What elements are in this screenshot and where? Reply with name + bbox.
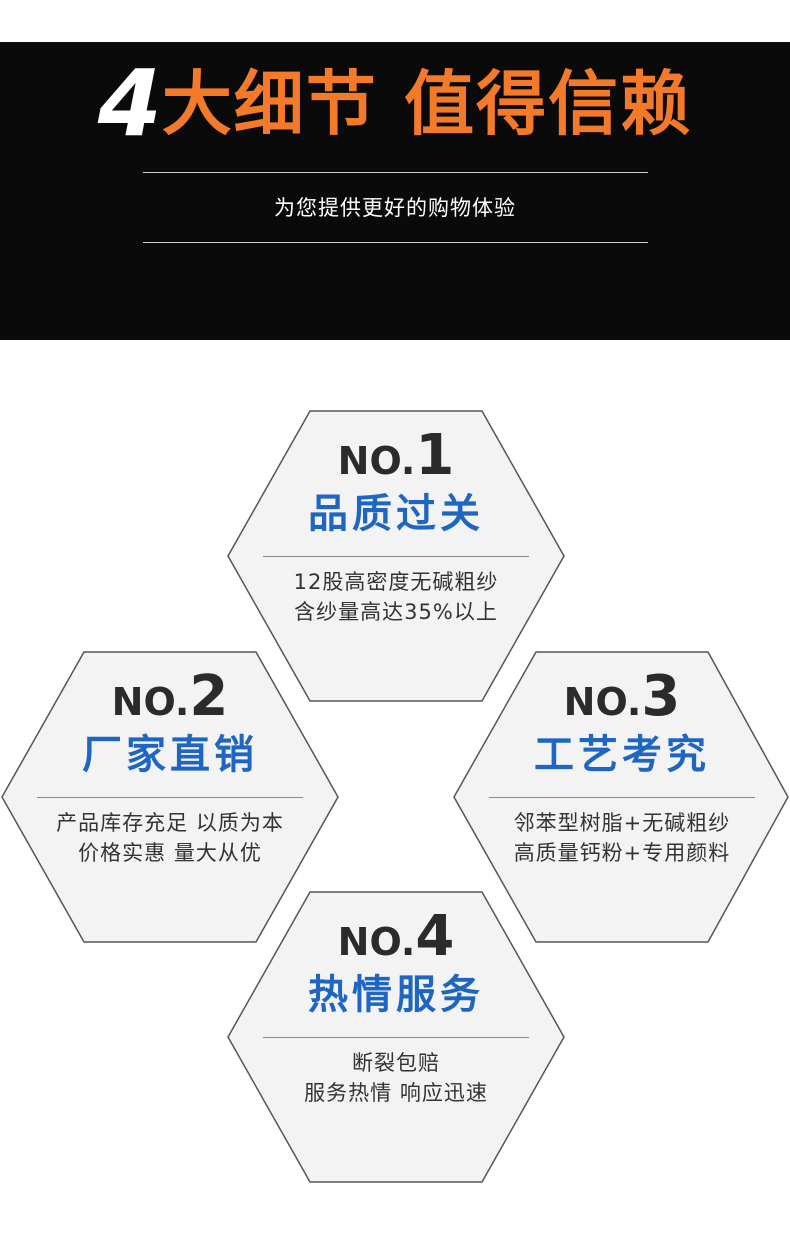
feature-number-prefix: NO. (337, 920, 416, 964)
feature-title: 厂家直销 (82, 732, 258, 778)
feature-desc-line1: 12股高密度无碱粗纱 (293, 570, 499, 594)
feature-hex-1: NO.1 品质过关 12股高密度无碱粗纱 含纱量高达35%以上 (227, 410, 565, 702)
feature-number-prefix: NO. (111, 680, 190, 724)
feature-divider (37, 797, 303, 798)
feature-number: NO.3 (453, 669, 790, 725)
headline-title: 大细节 值得信赖 (161, 63, 693, 145)
feature-number-digit: 4 (415, 904, 455, 969)
feature-divider (263, 556, 529, 557)
feature-number: NO.4 (227, 909, 565, 965)
feature-number: NO.2 (1, 669, 339, 725)
feature-desc-line2: 含纱量高达35%以上 (294, 600, 498, 624)
feature-hex-4: NO.4 热情服务 断裂包赔 服务热情 响应迅速 (227, 891, 565, 1183)
header-banner (0, 42, 790, 340)
feature-hex-2: NO.2 厂家直销 产品库存充足 以质为本 价格实惠 量大从优 (1, 651, 339, 943)
feature-divider (489, 797, 755, 798)
feature-number: NO.1 (227, 428, 565, 484)
feature-hex-3: NO.3 工艺考究 邻苯型树脂+无碱粗纱 高质量钙粉+专用颜料 (453, 651, 790, 943)
feature-title: 工艺考究 (534, 732, 710, 778)
feature-number-digit: 1 (415, 423, 455, 488)
feature-desc-line1: 邻苯型树脂+无碱粗纱 (513, 811, 731, 835)
feature-desc-line2: 服务热情 响应迅速 (304, 1081, 488, 1105)
feature-number-digit: 2 (189, 664, 229, 729)
feature-number-prefix: NO. (563, 680, 642, 724)
feature-desc-line1: 产品库存充足 以质为本 (56, 811, 284, 835)
feature-divider (263, 1037, 529, 1038)
feature-number-digit: 3 (641, 664, 681, 729)
feature-title: 品质过关 (308, 491, 484, 537)
divider-top (143, 172, 648, 173)
headline-number: 4 (97, 50, 162, 157)
feature-number-prefix: NO. (337, 439, 416, 483)
subtitle: 为您提供更好的购物体验 (274, 196, 516, 220)
feature-title: 热情服务 (308, 972, 484, 1018)
divider-bottom (143, 242, 648, 243)
feature-desc-line1: 断裂包赔 (352, 1051, 440, 1075)
feature-desc-line2: 价格实惠 量大从优 (78, 841, 262, 865)
feature-desc-line2: 高质量钙粉+专用颜料 (513, 841, 731, 865)
headline: 4大细节 值得信赖 (0, 58, 790, 150)
